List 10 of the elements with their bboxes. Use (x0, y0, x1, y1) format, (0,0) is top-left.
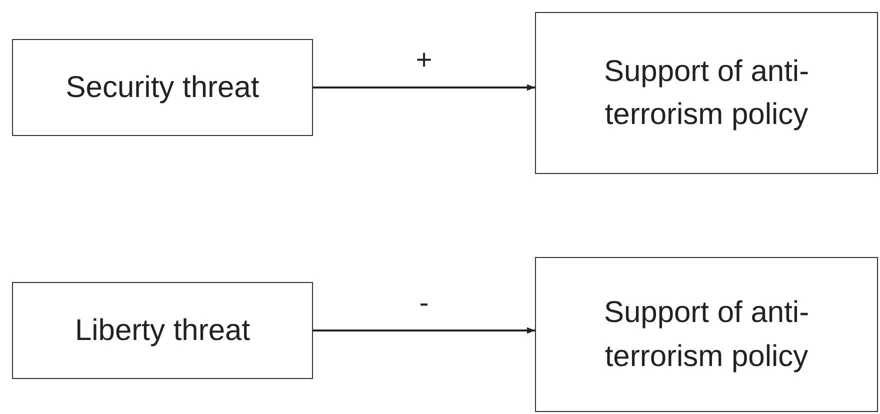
arrow (313, 327, 535, 334)
concept-box (12, 282, 313, 379)
box-text: Support of anti-terrorism policy (602, 54, 810, 133)
arrow (313, 84, 535, 91)
concept-box (12, 39, 313, 136)
concept-box (535, 12, 878, 174)
box-text: Support of anti-terrorism policy (602, 295, 810, 374)
concept-box (535, 257, 878, 412)
box-text: Security threat (66, 70, 260, 106)
box-text: Liberty threat (74, 312, 250, 349)
